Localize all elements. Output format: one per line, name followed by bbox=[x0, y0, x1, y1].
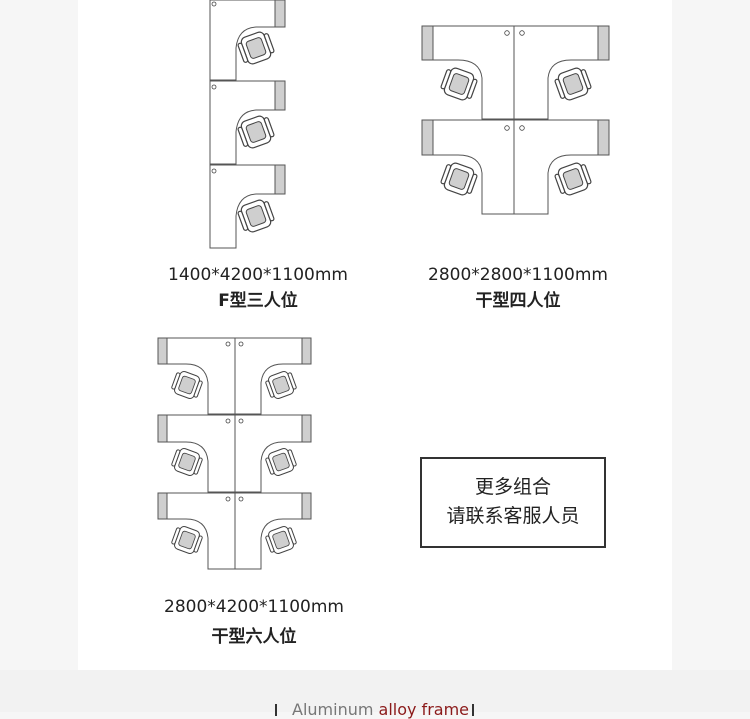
layout-name: 干型四人位 bbox=[475, 291, 561, 311]
layout-dimensions: 2800*2800*1100mm bbox=[428, 265, 608, 285]
banner-title-prefix: Aluminum bbox=[292, 700, 379, 719]
layout-card bbox=[78, 0, 672, 670]
t-type-four-seat-plan bbox=[421, 25, 610, 215]
more-combinations-text: 更多组合 bbox=[474, 476, 551, 498]
layout-name: F型三人位 bbox=[218, 291, 298, 311]
section-banner: Aluminum alloy frame bbox=[0, 670, 750, 719]
banner-title-accent: alloy frame bbox=[378, 700, 469, 719]
f-type-three-seat-plan bbox=[209, 0, 286, 249]
caption-t-type-four-seat: 2800*2800*1100mm 干型四人位 bbox=[418, 262, 618, 314]
layout-dimensions: 2800*4200*1100mm bbox=[164, 597, 344, 617]
banner-divider-right bbox=[472, 704, 474, 716]
caption-f-type-three-seat: 1400*4200*1100mm F型三人位 bbox=[148, 262, 368, 314]
contact-service-text: 请联系客服人员 bbox=[446, 505, 580, 527]
banner-divider-left bbox=[275, 704, 277, 716]
layout-name: 干型六人位 bbox=[211, 627, 297, 647]
workstation-floor-plans bbox=[157, 0, 610, 570]
t-type-six-seat-plan bbox=[157, 337, 312, 570]
banner-title: Aluminum alloy frame bbox=[292, 700, 469, 719]
caption-t-type-six-seat: 2800*4200*1100mm 干型六人位 bbox=[144, 592, 364, 652]
layout-dimensions: 1400*4200*1100mm bbox=[168, 265, 348, 285]
contact-service-box: 更多组合 请联系客服人员 bbox=[420, 457, 606, 548]
